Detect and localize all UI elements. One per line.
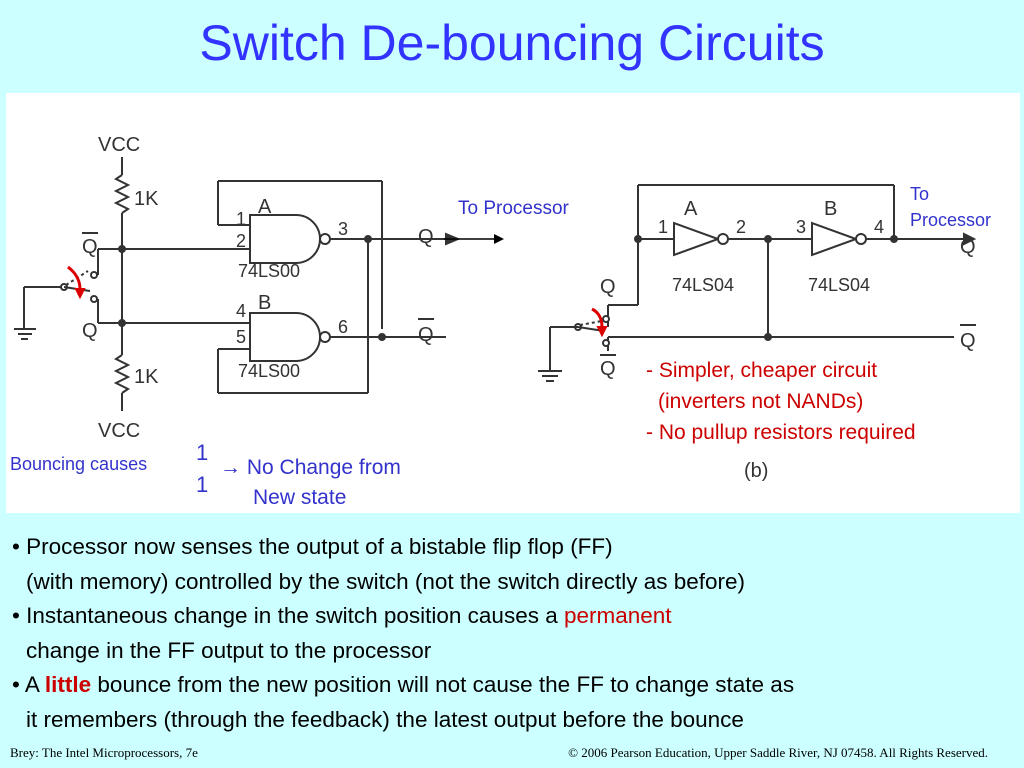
q-in-label: Q (82, 320, 98, 342)
pin-4-label: 4 (874, 217, 884, 237)
bullet-3-post: bounce from the new position will not ca… (91, 672, 795, 697)
gate-a-label: A (684, 198, 698, 220)
pin-4-label: 4 (236, 301, 246, 321)
to-processor-b-line2: Processor (910, 210, 992, 230)
pin-6-label: 6 (338, 317, 348, 337)
bullet-1-line-2: (with memory) controlled by the switch (… (26, 568, 746, 594)
bullet-2-text: • Instantaneous change in the switch pos… (12, 603, 564, 628)
highlight-permanent: permanent (563, 603, 672, 628)
vcc-top-label: VCC (98, 134, 140, 156)
circuit-b-notes: - Simpler, cheaper circuit (inverters no… (646, 355, 916, 448)
r1-label: 1K (134, 188, 159, 210)
switch-contact-icon (90, 271, 98, 279)
processor-arrow-icon (494, 234, 504, 244)
q-in-label: Q (600, 276, 616, 298)
note-inverters: (inverters not NANDs) (658, 390, 864, 413)
arrow-icon: → (220, 456, 241, 479)
no-change-line2: New state (253, 486, 347, 509)
output-arrow-icon (963, 232, 977, 246)
out-qbar-label: Q (960, 330, 976, 352)
no-change-line1: No Change from (246, 456, 401, 479)
footer-book-title: Brey: The Intel Microprocessors, 7e (10, 745, 198, 760)
pin-3-label: 3 (338, 219, 348, 239)
inverter-b-icon (811, 221, 859, 257)
junction-dot (378, 333, 386, 341)
bounce-values: 1 1 (196, 437, 208, 501)
bullet-list: • Processor now senses the output of a b… (12, 530, 1017, 737)
gate-b-label: B (824, 198, 837, 220)
highlight-little: little (44, 672, 92, 697)
circuit-b: A 1 2 74LS04 B 3 4 74LS04 Q Q (538, 184, 977, 482)
circuit-figure: VCC 1K Q (6, 93, 1020, 513)
switch-contact-icon (602, 315, 610, 323)
bullet-3-line-1: • A little bounce from the new position … (12, 668, 1017, 703)
out-q-label: Q (960, 236, 976, 258)
footer-copyright: © 2006 Pearson Education, Upper Saddle R… (568, 745, 988, 760)
pin-1-label: 1 (658, 217, 668, 237)
inversion-bubble-icon (855, 233, 867, 245)
switch-arrowhead-icon (596, 326, 608, 338)
circuit-a: VCC 1K Q (14, 134, 461, 442)
no-change-note: → No Change from New state (220, 453, 401, 513)
to-processor-b-line1: To (910, 184, 930, 204)
bounce-value-top: 1 (196, 440, 209, 465)
nand-gate-a-icon (249, 214, 321, 264)
bouncing-causes-label: Bouncing causes (10, 454, 148, 474)
chip-b-label: 74LS04 (808, 275, 870, 295)
switch-contact-icon (602, 339, 610, 347)
figure-b-caption: (b) (744, 460, 768, 482)
circuit-diagrams: VCC 1K Q (14, 134, 977, 482)
slide-title: Switch De-bouncing Circuits (199, 15, 825, 71)
to-processor-label-b: To Processor (910, 181, 991, 233)
bullet-3-line-2: it remembers (through the feedback) the … (26, 706, 744, 732)
junction-dot (764, 333, 772, 341)
to-processor-label-a: To Processor (458, 198, 569, 219)
bounce-value-bottom: 1 (196, 472, 209, 497)
pin-2-label: 2 (236, 231, 246, 251)
chip-a-label: 74LS04 (672, 275, 734, 295)
inversion-bubble-icon (319, 233, 331, 245)
chip-b-label: 74LS00 (238, 361, 300, 381)
chip-a-label: 74LS00 (238, 261, 300, 281)
nand-gate-b-icon (249, 312, 321, 362)
inversion-bubble-icon (717, 233, 729, 245)
switch-motion-arrow-icon (67, 265, 82, 290)
out-qbar-label: Q (418, 324, 434, 346)
junction-dot (890, 235, 898, 243)
qbar-in-label: Q (82, 236, 98, 258)
inverter-a-icon (673, 221, 721, 257)
note-simpler: - Simpler, cheaper circuit (646, 359, 878, 382)
gate-a-label: A (258, 196, 272, 218)
inversion-bubble-icon (319, 331, 331, 343)
vcc-bottom-label: VCC (98, 420, 140, 442)
gate-b-label: B (258, 292, 271, 314)
switch-motion-arrow-icon (591, 307, 604, 328)
bullet-1-line-1: • Processor now senses the output of a b… (12, 534, 613, 559)
pin-2-label: 2 (736, 217, 746, 237)
switch-arm-dashed-icon (579, 320, 603, 326)
resistor-r2-icon (113, 354, 131, 394)
note-no-pullup: - No pullup resistors required (646, 421, 916, 444)
pin-1-label: 1 (236, 209, 246, 229)
pin-5-label: 5 (236, 327, 246, 347)
r2-label: 1K (134, 366, 159, 388)
bullet-3-pre: • A (12, 672, 45, 697)
resistor-r1-icon (113, 174, 131, 214)
out-q-label: Q (418, 226, 434, 248)
bullet-2-line-1: • Instantaneous change in the switch pos… (12, 599, 1017, 634)
qbar-in-label: Q (600, 358, 616, 380)
bullet-2-line-2: change in the FF output to the processor (26, 637, 432, 663)
pin-3-label: 3 (796, 217, 806, 237)
switch-contact-icon (90, 295, 98, 303)
switch-arrowhead-icon (74, 288, 86, 300)
